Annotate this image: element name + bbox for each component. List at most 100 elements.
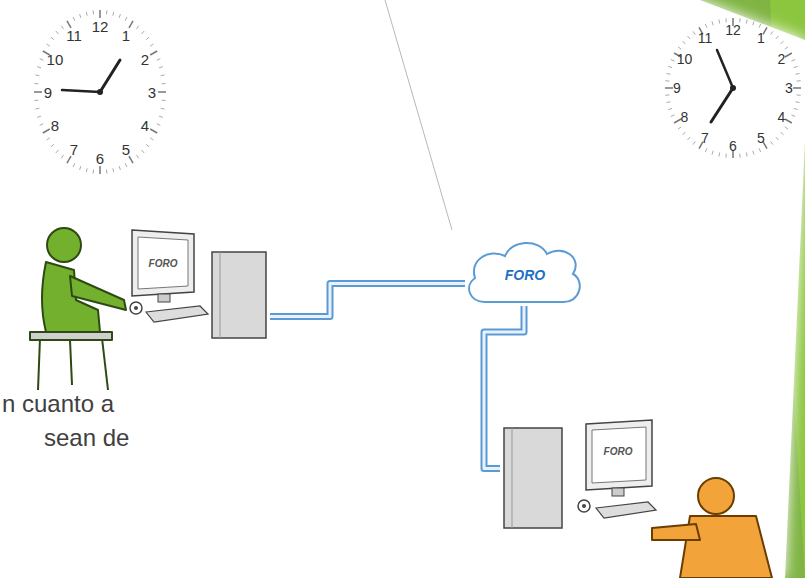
- clock-tick: [665, 94, 669, 95]
- clock-number: 10: [677, 52, 693, 66]
- clock-tick: [678, 47, 681, 49]
- clock-tick: [725, 154, 726, 158]
- clock-tick: [776, 137, 779, 140]
- clock-tick: [666, 101, 670, 103]
- clock-tick: [146, 37, 149, 40]
- clock-tick: [47, 138, 50, 140]
- clock-tick: [61, 155, 63, 158]
- clock-tick: [753, 151, 754, 155]
- clock-tick: [776, 36, 779, 39]
- clock-tick: [725, 18, 726, 22]
- clock-tick: [785, 47, 788, 49]
- clock-tick: [150, 51, 157, 55]
- clock-tick: [146, 144, 149, 147]
- clock-tick: [40, 59, 44, 61]
- clock-tick: [665, 80, 669, 81]
- clock-tick: [693, 141, 695, 144]
- clock-number: 3: [148, 85, 156, 100]
- clock-tick: [86, 12, 88, 16]
- network-cable: [270, 284, 465, 317]
- clock-tick: [150, 129, 157, 133]
- clock-number: 1: [757, 31, 765, 45]
- clock-tick: [739, 18, 740, 22]
- clock-tick: [794, 66, 798, 67]
- clock-tick: [746, 153, 748, 157]
- paper-card: [110, 0, 805, 578]
- clock-tick: [771, 141, 773, 144]
- computer-node: FORO: [500, 418, 660, 533]
- green-person: [30, 228, 126, 390]
- clock-number: 11: [66, 27, 82, 42]
- clock-tick: [136, 26, 138, 29]
- clock-tick: [112, 12, 114, 16]
- clock-tick: [61, 26, 63, 29]
- clock-tick: [34, 100, 38, 101]
- clock-tick: [785, 53, 792, 57]
- clock-number: 12: [92, 19, 109, 34]
- clock-tick: [687, 137, 690, 140]
- clock-number: 1: [122, 27, 130, 42]
- clock-number: 6: [729, 139, 737, 153]
- clock-tick: [705, 148, 707, 152]
- cable-outline: [270, 284, 465, 317]
- clock-tick: [159, 67, 163, 68]
- clock-tick: [40, 124, 44, 126]
- clock-number: 4: [778, 110, 786, 124]
- clock-tick: [682, 41, 685, 44]
- clock-tick: [106, 170, 107, 174]
- clock-tick: [67, 156, 71, 163]
- clock-tick: [739, 154, 740, 158]
- clock-tick: [671, 115, 675, 117]
- clock-tick: [793, 87, 801, 89]
- clock-tick: [158, 91, 166, 93]
- clock-tick: [99, 10, 101, 18]
- clock-tick: [718, 20, 720, 24]
- clock-number: 8: [681, 110, 689, 124]
- clock-tick: [34, 91, 42, 93]
- clock-tick: [99, 166, 101, 174]
- clock-tick: [712, 21, 713, 25]
- clock-tick: [759, 148, 761, 152]
- clock-tick: [668, 66, 672, 67]
- clock-tick: [51, 37, 54, 40]
- clock-tick: [796, 101, 800, 103]
- clock-tick: [119, 14, 120, 18]
- clock-tick: [705, 24, 707, 28]
- clock-tick: [771, 31, 773, 34]
- clock-tick: [43, 129, 50, 133]
- clock-number: 7: [70, 142, 78, 157]
- clock-number: 2: [778, 52, 786, 66]
- clock-tick: [80, 14, 81, 18]
- clock-number: 12: [725, 23, 741, 37]
- clock-tick: [785, 127, 788, 129]
- computer-node-outline: [500, 418, 660, 533]
- slide-text: sean de: [44, 426, 129, 450]
- clock-tick: [150, 138, 153, 140]
- screen-text: FORO: [593, 434, 643, 468]
- clock-tick: [678, 127, 681, 129]
- clock-number: 7: [701, 131, 709, 145]
- clock-tick: [37, 116, 41, 117]
- clock-tick: [56, 150, 59, 153]
- cloud-node: FORO: [465, 236, 583, 306]
- cable-core: [270, 284, 465, 317]
- clock-tick: [136, 155, 138, 158]
- clock-tick: [666, 73, 670, 75]
- clock-tick: [162, 83, 166, 84]
- clock-tick: [119, 166, 120, 170]
- clock-tick: [746, 20, 748, 24]
- clock-tick: [56, 31, 59, 34]
- clock-tick: [141, 31, 144, 34]
- clock-left: [34, 10, 166, 174]
- clock-tick: [797, 94, 801, 95]
- clock-number: 3: [785, 81, 793, 95]
- clock-tick: [668, 108, 672, 109]
- clock-number: 10: [47, 52, 64, 67]
- clock-number: 9: [44, 85, 52, 100]
- card-glow: [110, 0, 805, 578]
- clock-tick: [73, 163, 75, 167]
- clock-tick: [73, 17, 75, 21]
